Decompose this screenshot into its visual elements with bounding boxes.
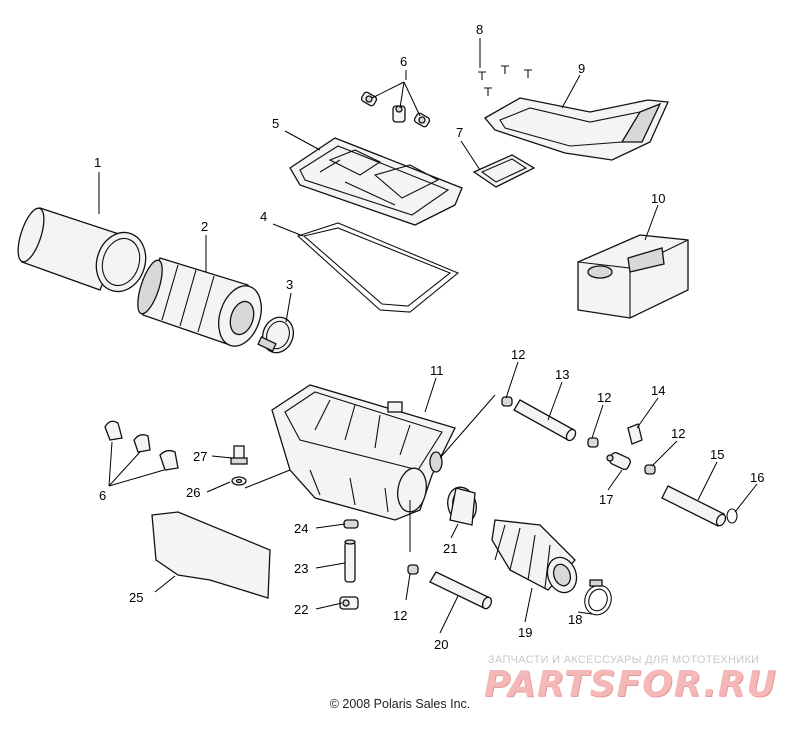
watermark-logo: PARTSFOR.RU	[484, 664, 777, 705]
callout-3: 3	[286, 277, 293, 292]
part-17-valve	[606, 452, 631, 470]
part-3-clamp	[257, 316, 295, 354]
callout-15: 15	[710, 447, 724, 462]
part-11-airbox-base	[271, 384, 456, 521]
part-9-intake-cover	[484, 97, 669, 161]
callout-21: 21	[443, 541, 457, 556]
part-24-clip	[343, 519, 359, 529]
part-23-tube	[344, 539, 356, 583]
callout-9: 9	[578, 61, 585, 76]
part-15-hose	[661, 485, 727, 527]
leader-lines	[98, 38, 758, 634]
callout-10: 10	[651, 191, 665, 206]
callout-6-bottom: 6	[99, 488, 106, 503]
part-1-filter-sleeve	[17, 207, 147, 293]
part-10-foam-block	[577, 234, 689, 319]
callout-26: 26	[186, 485, 200, 500]
callout-2: 2	[201, 219, 208, 234]
part-6-fittings-top	[360, 91, 431, 128]
part-16-clamp	[726, 508, 738, 524]
callout-18: 18	[568, 612, 582, 627]
callout-5: 5	[272, 116, 279, 131]
part-2-filter-element	[137, 257, 262, 347]
callout-4: 4	[260, 209, 267, 224]
callout-12-d: 12	[393, 608, 407, 623]
callout-22: 22	[294, 602, 308, 617]
callout-14: 14	[651, 383, 665, 398]
part-20-hose	[429, 571, 493, 610]
part-18-clamp	[584, 579, 612, 616]
callout-19: 19	[518, 625, 532, 640]
part-26-washer	[231, 476, 247, 486]
part-5-airbox-lid	[289, 137, 463, 226]
callout-11: 11	[430, 363, 444, 378]
watermark-tagline: ЗАПЧАСТИ И АКСЕССУАРЫ ДЛЯ МОТОТЕХНИКИ	[488, 654, 760, 666]
copyright-notice: © 2008 Polaris Sales Inc.	[329, 697, 471, 711]
part-12-clip-c	[644, 464, 656, 475]
part-8-screws	[478, 65, 532, 96]
callout-12-a: 12	[511, 347, 525, 362]
callout-6-top: 6	[400, 54, 407, 69]
part-13-hose	[513, 399, 577, 442]
part-19-intake-boot	[491, 519, 578, 594]
callout-24: 24	[294, 521, 308, 536]
part-12-clip-d	[407, 564, 419, 575]
part-21-coupler	[447, 486, 477, 526]
part-25-panel	[151, 511, 271, 599]
part-12-clip-b	[587, 437, 599, 448]
callout-25: 25	[129, 590, 143, 605]
callout-27: 27	[193, 449, 207, 464]
part-14-clip	[627, 423, 643, 445]
callout-20: 20	[434, 637, 448, 652]
part-22-fitting	[339, 596, 359, 610]
callout-1: 1	[94, 155, 101, 170]
callout-labels: 1 2 3 4 5 6 6 7 8 9 10 11 12 12 12 12 13…	[94, 22, 764, 652]
callout-12-b: 12	[597, 390, 611, 405]
callout-17: 17	[599, 492, 613, 507]
callout-12-c: 12	[671, 426, 685, 441]
callout-8: 8	[476, 22, 483, 37]
callout-7: 7	[456, 125, 463, 140]
part-6-fittings-bottom	[104, 420, 179, 471]
callout-13: 13	[555, 367, 569, 382]
callout-23: 23	[294, 561, 308, 576]
part-7-pad	[472, 154, 536, 188]
callout-16: 16	[750, 470, 764, 485]
part-4-gasket	[296, 222, 460, 313]
part-12-clip-a	[501, 396, 513, 407]
part-27-bolt	[230, 445, 248, 465]
